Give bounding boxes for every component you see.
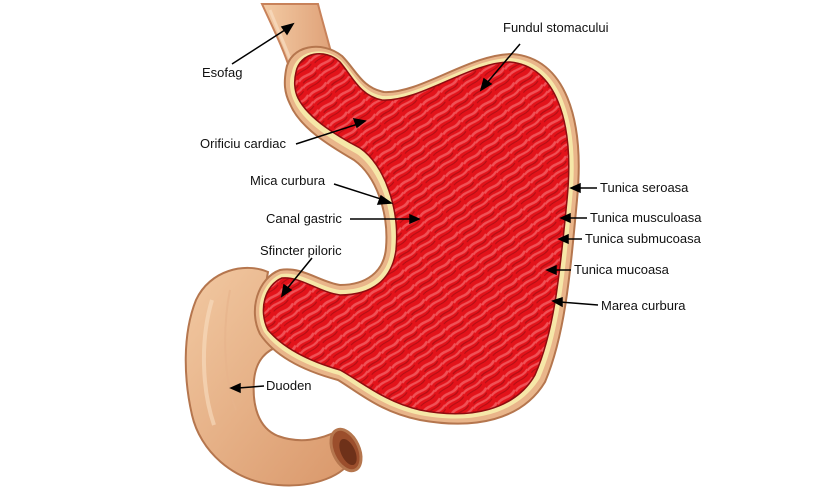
label-tunica-mucoasa: Tunica mucoasa [574, 262, 669, 277]
label-marea-curbura: Marea curbura [601, 298, 686, 313]
label-sfincter-piloric: Sfincter piloric [260, 243, 342, 258]
leader-esofag [231, 27, 289, 65]
leader-fundul [485, 43, 521, 85]
label-orificiu-cardiac: Orificiu cardiac [200, 136, 286, 151]
label-tunica-musculoasa: Tunica musculoasa [590, 210, 702, 225]
label-esofag: Esofag [202, 65, 243, 80]
label-mica-curbura: Mica curbura [250, 173, 326, 188]
label-tunica-seroasa: Tunica seroasa [600, 180, 689, 195]
duodenum-shape [184, 266, 354, 487]
leader-sfincter [285, 257, 313, 291]
leader-marea-curbura [559, 301, 599, 306]
leader-mica-curbura [333, 183, 385, 201]
label-tunica-submucoasa: Tunica submucoasa [585, 231, 701, 246]
label-canal-gastric: Canal gastric [266, 211, 342, 226]
label-fundul-stomacului: Fundul stomacului [503, 20, 609, 35]
label-duoden: Duoden [266, 378, 312, 393]
leader-orificiu [295, 123, 359, 145]
leader-duoden [237, 385, 265, 389]
leader-lines [229, 22, 599, 394]
